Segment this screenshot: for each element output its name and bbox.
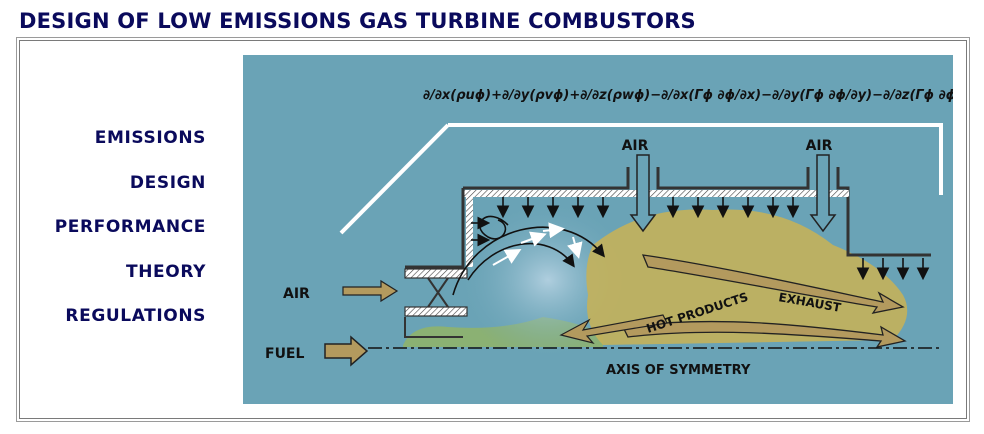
side-nav: EMISSIONS DESIGN PERFORMANCE THEORY REGU… bbox=[20, 128, 206, 351]
label-air-inlet: AIR bbox=[283, 286, 310, 302]
label-air-top-left: AIR bbox=[622, 138, 649, 154]
flow-arrows-white bbox=[492, 222, 583, 266]
combustor-diagram: ∂/∂x(ρuϕ)+∂/∂y(ρvϕ)+∂/∂z(ρwϕ)−∂/∂x(Γϕ ∂ϕ… bbox=[243, 55, 953, 404]
liner-dome-wall bbox=[405, 188, 465, 269]
nav-link-emissions[interactable]: EMISSIONS bbox=[94, 128, 206, 148]
nav-item-theory: THEORY bbox=[20, 262, 206, 307]
fuel-injector bbox=[404, 317, 463, 338]
nozzle-upper bbox=[404, 268, 468, 279]
nav-link-theory[interactable]: THEORY bbox=[126, 261, 206, 282]
nav-link-performance[interactable]: PERFORMANCE bbox=[54, 217, 206, 237]
label-air-top-right: AIR bbox=[806, 138, 833, 154]
fuel-arrow bbox=[324, 335, 369, 367]
nav-link-regulations[interactable]: REGULATIONS bbox=[65, 306, 206, 326]
label-fuel: FUEL bbox=[265, 346, 304, 362]
inlet-air-arrow bbox=[342, 279, 399, 303]
outer-casing bbox=[448, 123, 943, 195]
content-frame-outer bbox=[16, 37, 970, 422]
combustor-diagram-svg: ∂/∂x(ρuϕ)+∂/∂y(ρvϕ)+∂/∂z(ρwϕ)−∂/∂x(Γϕ ∂ϕ… bbox=[243, 55, 953, 404]
nav-item-design: DESIGN bbox=[20, 173, 206, 218]
top-air-arrows bbox=[629, 154, 837, 233]
governing-equation: ∂/∂x(ρuϕ)+∂/∂y(ρvϕ)+∂/∂z(ρwϕ)−∂/∂x(Γϕ ∂ϕ… bbox=[423, 88, 953, 103]
nav-item-emissions: EMISSIONS bbox=[20, 128, 206, 173]
swirler bbox=[427, 277, 449, 308]
liner-top-hatch bbox=[462, 190, 849, 197]
vortex-swirl bbox=[479, 215, 509, 240]
recirculation-arc-inner bbox=[467, 242, 575, 281]
backflow-arrow bbox=[559, 314, 668, 345]
label-axis-of-symmetry: AXIS OF SYMMETRY bbox=[606, 363, 751, 378]
nav-item-performance: PERFORMANCE bbox=[20, 217, 206, 262]
exhaust-arrow-upper bbox=[641, 254, 905, 314]
page-title: DESIGN OF LOW EMISSIONS GAS TURBINE COMB… bbox=[19, 9, 696, 33]
nav-item-regulations: REGULATIONS bbox=[20, 306, 206, 351]
nav-link-design[interactable]: DESIGN bbox=[129, 172, 206, 193]
nozzle-lower bbox=[404, 306, 468, 317]
outer-casing-diffuser bbox=[339, 123, 450, 235]
recirculation-arc-outer bbox=[452, 226, 606, 296]
exhaust-arrow-lower bbox=[622, 320, 907, 348]
content-frame bbox=[19, 40, 967, 419]
liner-dome-hatch bbox=[466, 190, 473, 267]
dilution-air-arrows bbox=[471, 197, 930, 281]
